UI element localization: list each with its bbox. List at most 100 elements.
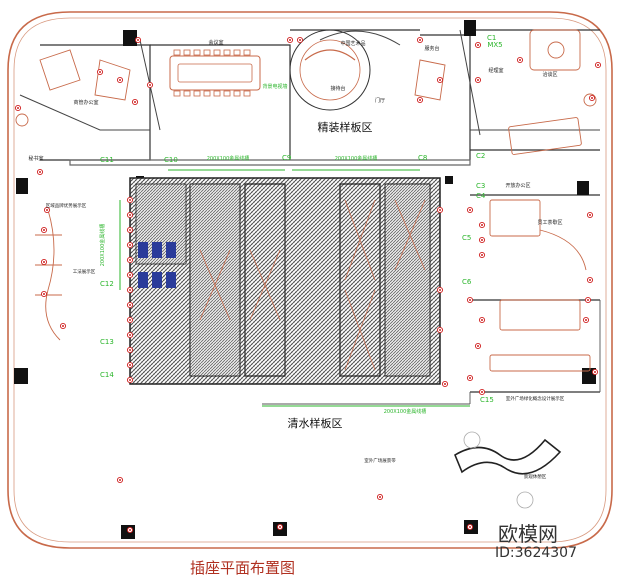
columns <box>14 20 596 539</box>
socket-dot <box>469 209 471 211</box>
socket-dot <box>481 319 483 321</box>
socket-dot <box>279 526 281 528</box>
socket-dot <box>477 44 479 46</box>
column-label: C4 <box>476 192 486 200</box>
socket-dot <box>129 289 131 291</box>
socket-dot <box>597 64 599 66</box>
watermark-id: ID:3624307 <box>495 545 577 561</box>
meeting-table <box>169 49 261 97</box>
meeting-chair <box>203 49 211 56</box>
meeting-chair <box>233 49 241 56</box>
label-trough-1: 200X100金属线槽 <box>207 155 250 162</box>
socket-dot <box>589 214 591 216</box>
socket-dot <box>119 79 121 81</box>
label-exhibit-left: 区域品牌优势展示区 <box>46 202 87 209</box>
meeting-chair <box>193 90 201 97</box>
socket-dot <box>469 299 471 301</box>
socket-dot <box>439 79 441 81</box>
left-displays <box>35 209 62 341</box>
meeting-chair <box>193 49 201 56</box>
socket-dot <box>419 99 421 101</box>
label-secretary: 秘书室 <box>28 155 43 162</box>
column-label: C10 <box>164 156 178 164</box>
reception-round <box>289 29 371 111</box>
label-trough-2: 200X100金属线槽 <box>335 155 378 162</box>
label-trough-v: 200X100金属线槽 <box>99 224 106 267</box>
label-raw: 清水样板区 <box>288 416 343 430</box>
label-trough-3: 200X100金属线槽 <box>384 408 427 415</box>
socket-dot <box>129 334 131 336</box>
label-rest: 景观休憩区 <box>524 473 547 480</box>
meeting-chair <box>173 90 181 97</box>
socket-dot <box>46 209 48 211</box>
column-label: C8 <box>418 154 427 162</box>
label-service: 服务台 <box>424 45 439 52</box>
socket-dot <box>62 325 64 327</box>
socket-dot <box>43 229 45 231</box>
socket-dot <box>585 319 587 321</box>
label-manager: 经理室 <box>488 67 503 74</box>
socket-dot <box>591 97 593 99</box>
socket-dot <box>481 254 483 256</box>
column-label: C11 <box>100 156 114 164</box>
column-label: C9 <box>282 154 291 162</box>
socket-dot <box>469 377 471 379</box>
meeting-chair <box>243 90 251 97</box>
socket-dot <box>137 39 139 41</box>
outer-boundary <box>7 11 613 549</box>
column-label: C15 <box>480 396 494 404</box>
meeting-chair <box>223 90 231 97</box>
socket-dot <box>481 391 483 393</box>
socket-dot <box>519 59 521 61</box>
column-label: C14 <box>100 371 114 379</box>
label-negotiation: 洽谈区 <box>542 71 557 78</box>
socket-dot <box>17 107 19 109</box>
label-art: 中国艺术品 <box>340 40 365 47</box>
socket-dot <box>477 345 479 347</box>
socket-dot <box>481 224 483 226</box>
meeting-chair <box>213 49 221 56</box>
meeting-chair <box>183 90 191 97</box>
column-label: C3 <box>476 182 485 190</box>
meeting-chair <box>203 90 211 97</box>
socket-dot <box>289 39 291 41</box>
socket-dot <box>379 496 381 498</box>
inner-boundary <box>13 17 607 543</box>
socket-dot <box>149 84 151 86</box>
label-plaza: 室外广场展景带 <box>364 457 396 464</box>
building-core <box>129 177 441 385</box>
socket-dot <box>469 526 471 528</box>
label-craft: 工法展示区 <box>73 268 96 275</box>
label-meeting: 会议室 <box>208 39 223 46</box>
diagonal-walls <box>19 29 600 136</box>
column-label: C12 <box>100 280 114 288</box>
trough-lines <box>119 169 470 407</box>
socket-dot <box>134 101 136 103</box>
socket-dot <box>129 199 131 201</box>
socket-dot <box>129 214 131 216</box>
label-welcome: 背景电视墙 <box>262 83 287 90</box>
zone-labels: 精装样板区 清水样板区 会议室 商管办公室 秘书室 中国艺术品 接待台 门厅 服… <box>28 39 564 480</box>
socket-dot <box>129 379 131 381</box>
watermark-brand: 欧模网 <box>498 522 558 546</box>
socket-dot <box>129 229 131 231</box>
socket-dot <box>419 39 421 41</box>
column-label: C1 <box>487 34 496 42</box>
socket-dot <box>129 364 131 366</box>
label-fine: 精装样板区 <box>318 120 373 134</box>
meeting-chair <box>183 49 191 56</box>
label-mx5: MX5 <box>487 41 502 49</box>
socket-dot <box>589 279 591 281</box>
label-open-office: 开放办公区 <box>505 182 530 189</box>
label-exhibit-right: 室外广场绿化概念设计展示区 <box>506 395 565 402</box>
socket-dot <box>129 349 131 351</box>
socket-dot <box>129 529 131 531</box>
socket-dot <box>481 239 483 241</box>
raw-zone-outline <box>262 300 601 405</box>
socket-dot <box>439 209 441 211</box>
socket-dot <box>444 383 446 385</box>
column-labels: C1 C2 C3 C4 C5 C6 C8 C9 C10 C11 C12 C13 … <box>100 34 496 404</box>
socket-dot <box>99 71 101 73</box>
